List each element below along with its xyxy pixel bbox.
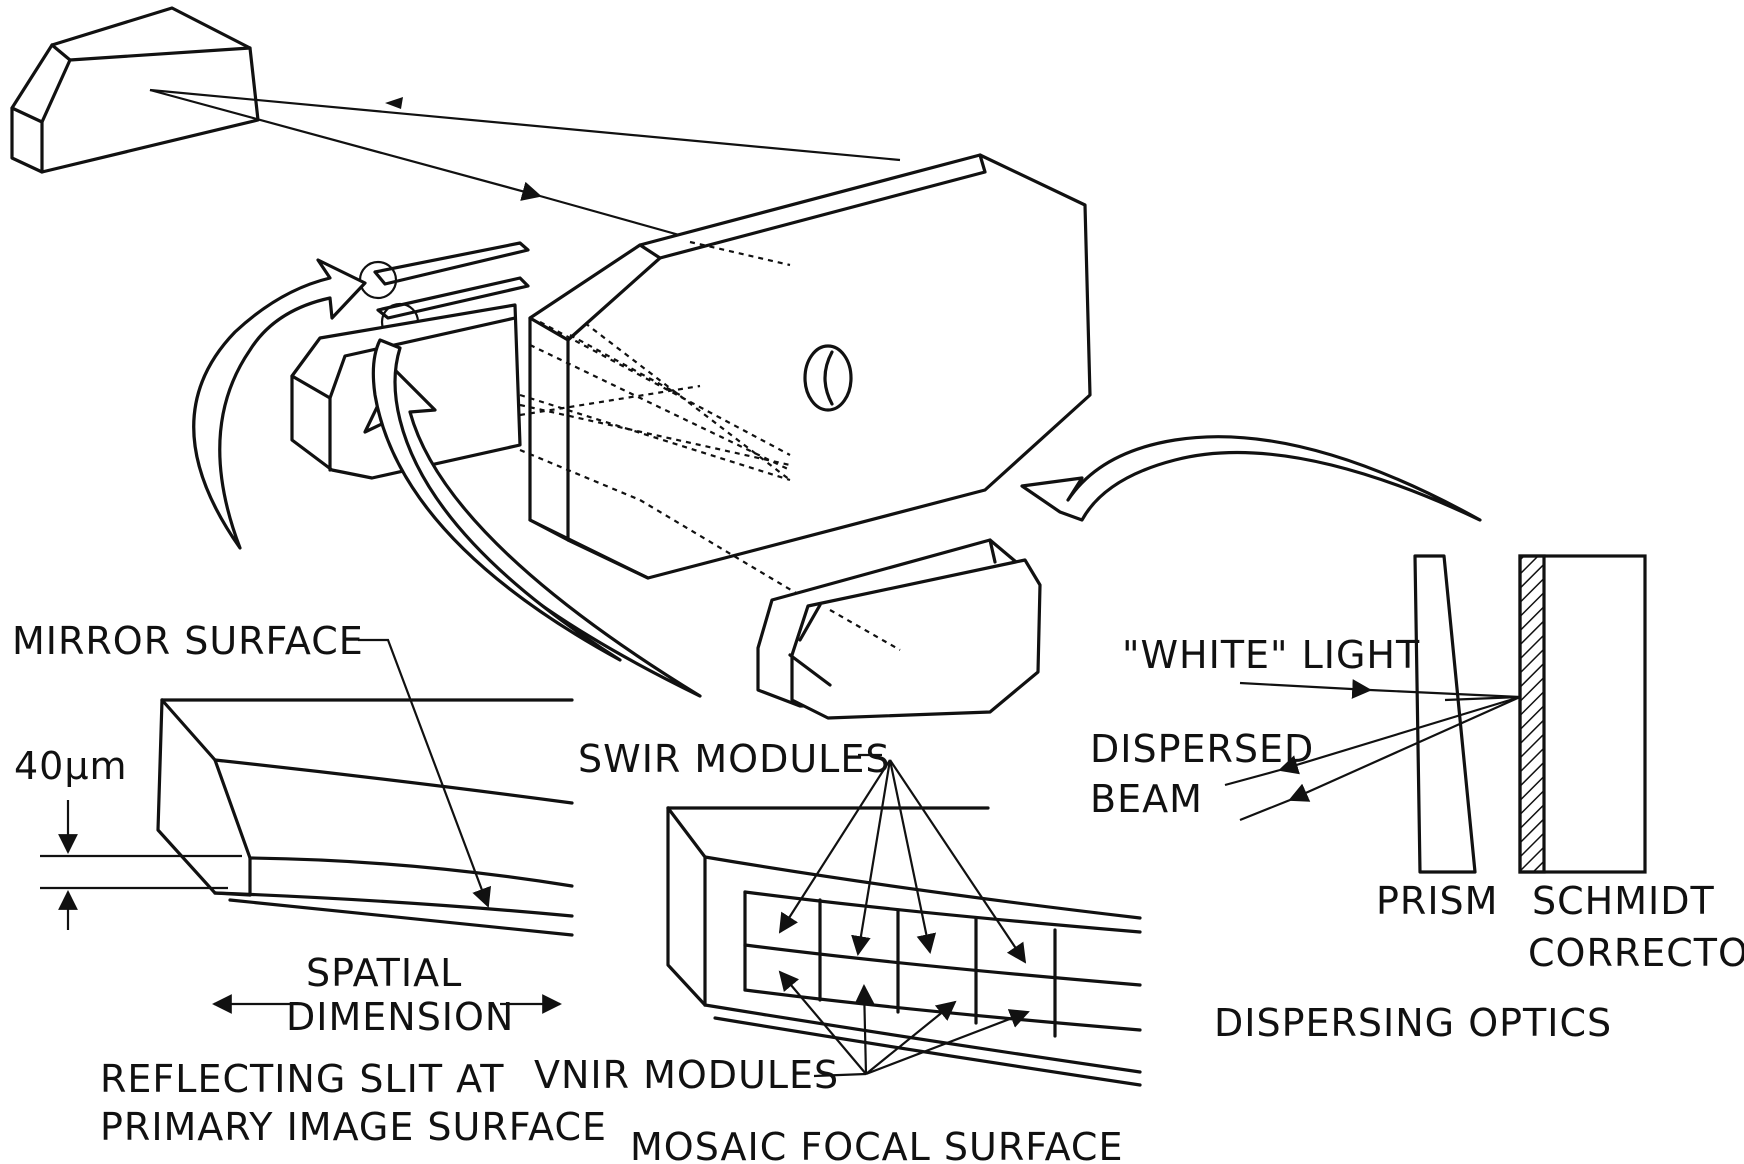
label-thickness: 40μm [14, 744, 128, 788]
slit-detail [40, 638, 574, 1014]
label-beam: BEAM [1090, 777, 1203, 821]
label-slit-caption-line1: REFLECTING SLIT AT [100, 1057, 504, 1101]
label-schmidt: SCHMIDT [1532, 879, 1715, 923]
label-white-light: "WHITE" LIGHT [1122, 633, 1420, 677]
dispersing-optics [1224, 554, 1647, 874]
primary-optics-block [519, 153, 1092, 656]
label-mirror-surface: MIRROR SURFACE [12, 619, 364, 663]
focal-plane-modules-3d [756, 538, 1042, 720]
label-dimension: DIMENSION [286, 995, 514, 1039]
label-dispersed: DISPERSED [1090, 727, 1314, 771]
label-prism: PRISM [1376, 879, 1498, 923]
mosaic-focal-surface [666, 753, 1142, 1087]
label-dispersing-caption: DISPERSING OPTICS [1214, 1001, 1612, 1045]
label-corrector: CORRECTOR [1528, 931, 1744, 975]
curved-arrows [192, 258, 1482, 698]
label-swir-modules: SWIR MODULES [578, 737, 890, 781]
label-vnir-modules: VNIR MODULES [534, 1053, 839, 1097]
top-left-mirror [10, 6, 260, 174]
label-spatial: SPATIAL [306, 951, 462, 995]
label-slit-caption-line2: PRIMARY IMAGE SURFACE [100, 1105, 607, 1149]
label-mosaic-caption: MOSAIC FOCAL SURFACE [630, 1125, 1123, 1164]
incoming-rays [149, 88, 901, 240]
